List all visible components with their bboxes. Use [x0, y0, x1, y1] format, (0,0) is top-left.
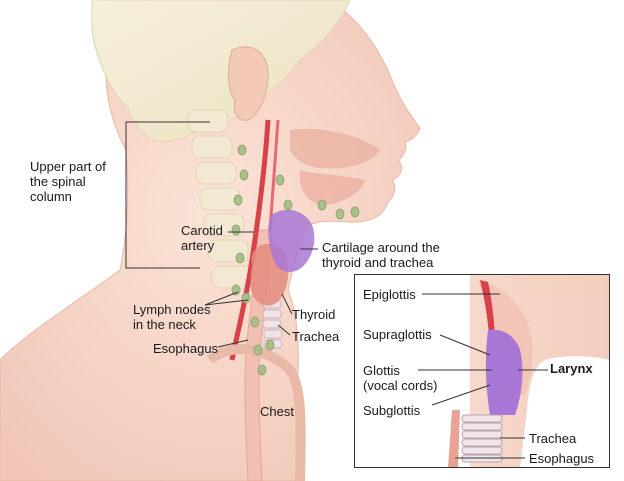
label-cartilage-1: Cartilage around the: [322, 240, 440, 255]
label-thyroid: Thyroid: [292, 307, 336, 322]
oral-cavity: [290, 128, 380, 169]
inset-label-subglottis: Subglottis: [363, 403, 421, 418]
inset-label-glottis-1: Glottis: [363, 363, 400, 378]
label-trachea: Trachea: [292, 329, 340, 344]
label-esophagus: Esophagus: [153, 341, 219, 356]
larynx-cartilage: [268, 209, 315, 273]
label-spine-1: Upper part of: [30, 159, 106, 174]
inset-label-epiglottis: Epiglottis: [363, 287, 416, 302]
label-spine-2: the spinal: [30, 174, 86, 189]
label-lymph-2: in the neck: [133, 317, 196, 332]
inset-epiglottis: [480, 280, 496, 345]
lymph-nodes: [231, 144, 360, 376]
tongue: [299, 170, 365, 205]
label-carotid-1: Carotid: [181, 223, 223, 238]
label-chest: Chest: [260, 404, 294, 419]
inset-label-supraglottis: Supraglottis: [363, 327, 432, 342]
inset-label-esophagus: Esophagus: [529, 451, 595, 466]
label-cartilage-2: thyroid and trachea: [322, 255, 434, 270]
inset-larynx: [485, 329, 523, 415]
inset-label-larynx: Larynx: [550, 361, 593, 376]
leader-lines: [125, 121, 548, 459]
inset-label-glottis-2: (vocal cords): [363, 378, 438, 393]
larynx-inset-art: [354, 274, 610, 468]
spine: [187, 109, 253, 289]
label-lymph-1: Lymph nodes: [133, 302, 211, 317]
ear: [227, 46, 269, 121]
chest-contour: [206, 344, 306, 481]
label-carotid-2: artery: [181, 238, 215, 253]
larynx-inset-frame: [354, 274, 610, 468]
label-spine-3: column: [30, 189, 72, 204]
inset-label-trachea: Trachea: [529, 431, 577, 446]
